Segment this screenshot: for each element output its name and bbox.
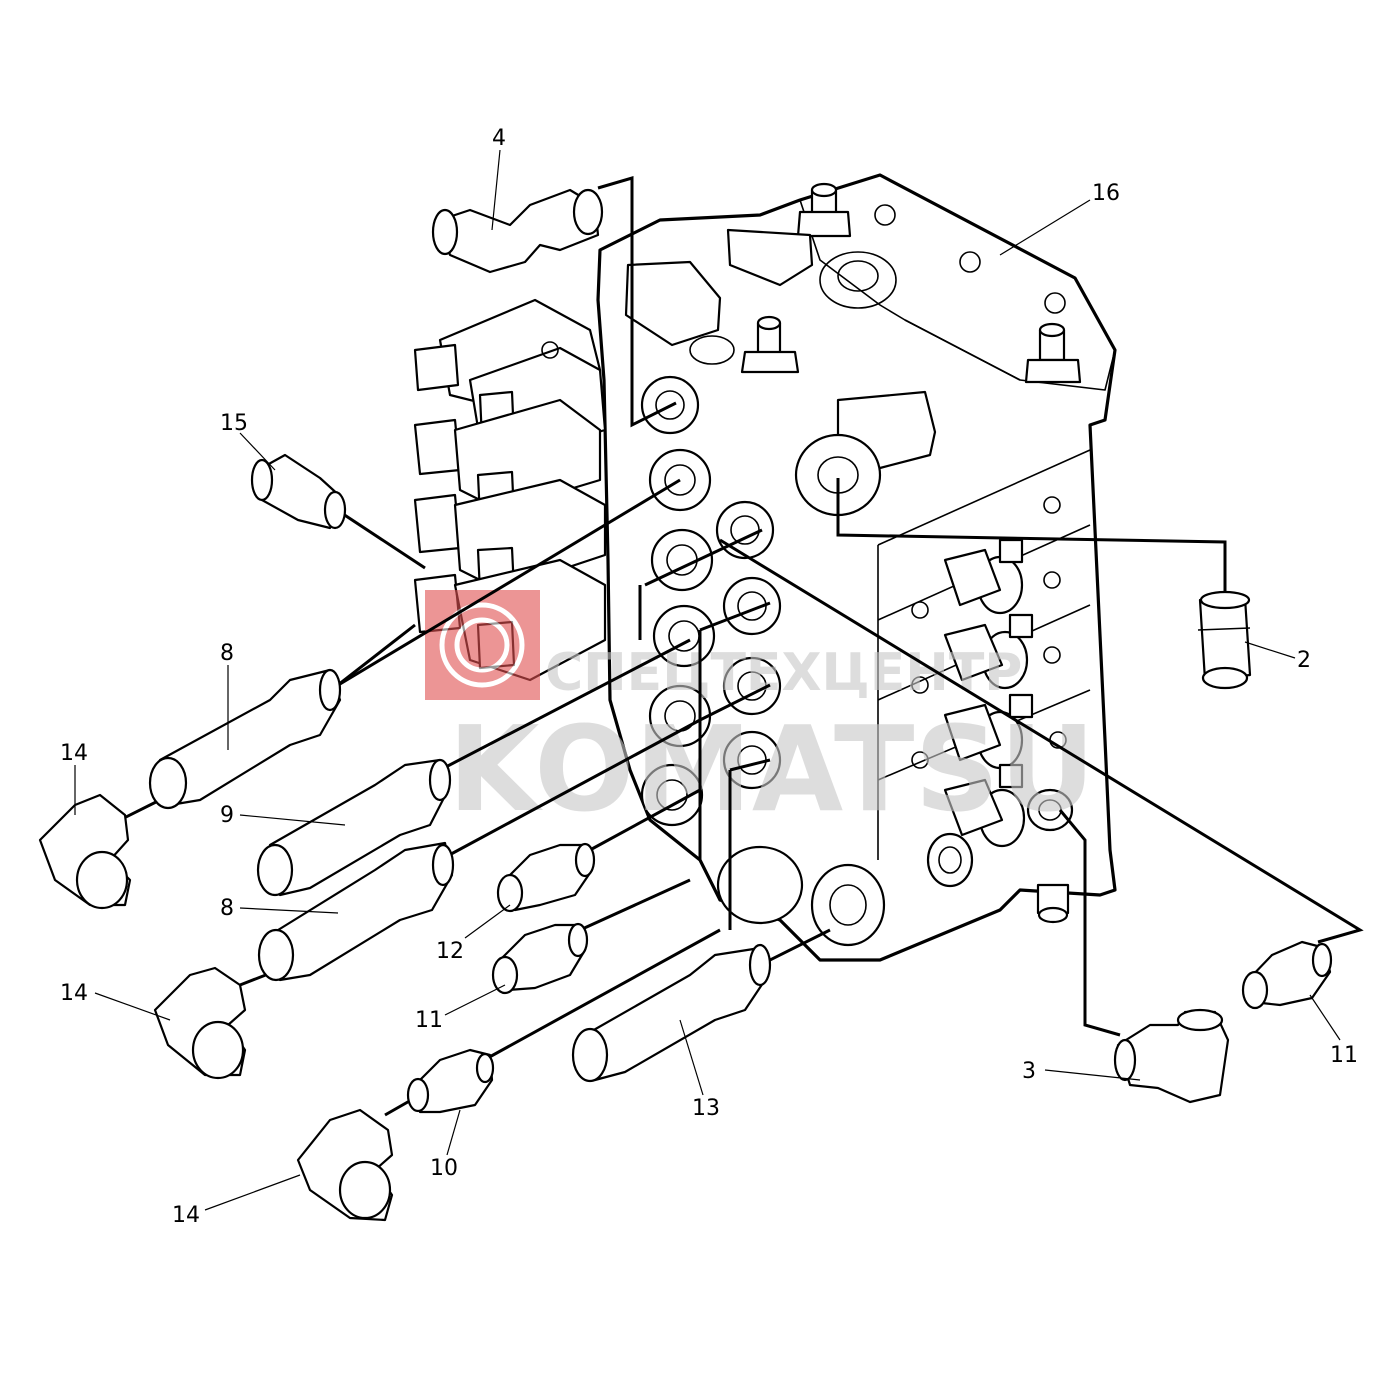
callout-9: 9 [220,803,234,828]
callout-2: 2 [1297,648,1311,673]
part-9-nipple [256,758,452,897]
part-14-elbow-lower [296,1108,394,1222]
part-3-elbow-fitting [1113,1008,1230,1104]
part-2-adapter [1197,590,1252,690]
part-14-elbow-middle [153,966,247,1080]
callouts: 4 16 15 2 8 14 9 8 12 14 11 13 10 14 3 1… [60,126,1358,1228]
callout-8-upper: 8 [220,641,234,666]
part-15-adapter [250,453,347,530]
watermark-top-text: СПЕЦТЕХЦЕНТР [545,643,1022,703]
callout-3: 3 [1022,1059,1036,1084]
callout-14-middle: 14 [60,981,88,1006]
callout-14-upper: 14 [60,741,88,766]
watermark-main-text: KOMATSU [448,700,1095,838]
spool-sections-right [877,449,1091,924]
callout-14-lower: 14 [172,1203,200,1228]
callout-12: 12 [436,939,464,964]
callout-8-lower: 8 [220,896,234,921]
port-face [640,375,974,947]
part-10-adapter [406,1048,495,1114]
callout-13: 13 [692,1096,720,1121]
part-8-nipple-upper [148,668,342,810]
part-11-adapter-left [491,922,589,995]
leader-lines [74,149,1341,1211]
part-8-nipple-lower [257,841,455,982]
callout-15: 15 [220,411,248,436]
callout-4: 4 [492,126,506,151]
connection-lines [119,175,1364,1117]
part-11-adapter-right [1241,940,1333,1010]
part-14-elbow-upper [38,793,132,910]
part-13-nipple [571,943,772,1083]
callout-11-right: 11 [1330,1043,1358,1068]
part-4-elbow-fitting [431,188,604,274]
part-12-adapter [496,842,596,913]
watermark: СПЕЦТЕХЦЕНТР KOMATSU [425,590,1095,838]
callout-11-left: 11 [415,1008,443,1033]
callout-10: 10 [430,1156,458,1181]
callout-16: 16 [1092,181,1120,206]
